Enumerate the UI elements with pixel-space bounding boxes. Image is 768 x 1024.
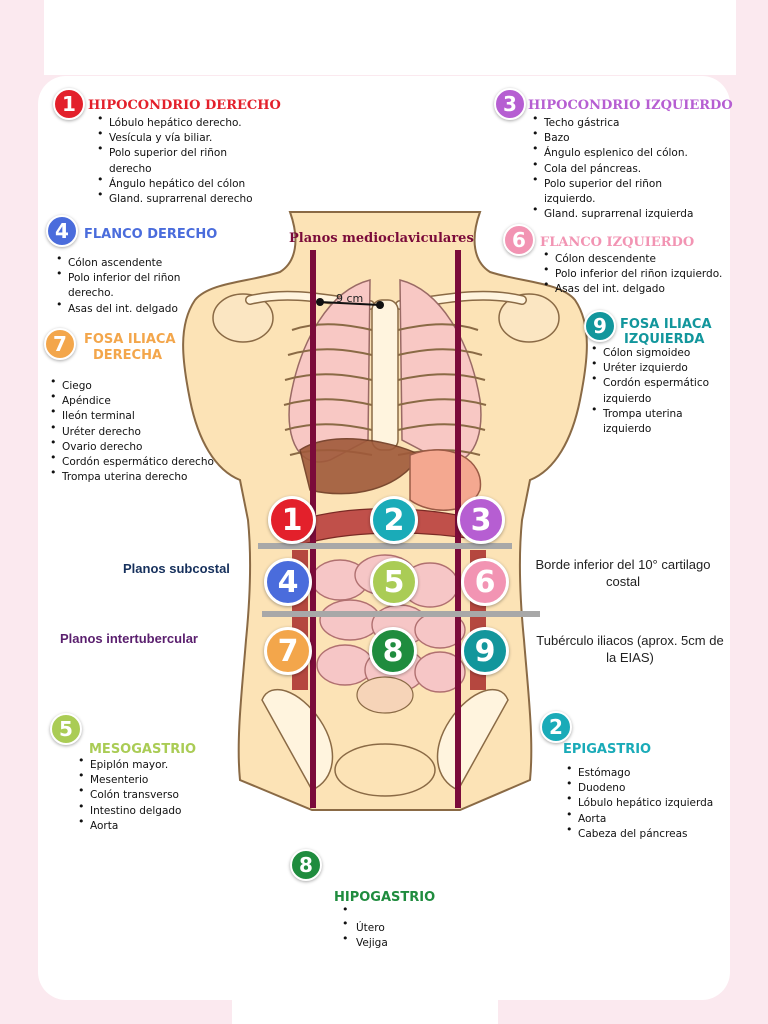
top-background bbox=[44, 0, 736, 75]
list-r1: Lóbulo hepático derecho. Vesícula y vía … bbox=[97, 111, 253, 207]
subcostal-note: Borde inferior del 10° cartilago costal bbox=[535, 557, 711, 589]
list-item: Polo superior del riñon bbox=[532, 172, 693, 192]
badge-r5: 5 bbox=[50, 713, 82, 745]
list-item-cont: izquierdo. bbox=[544, 193, 596, 206]
badge-r7: 7 bbox=[44, 328, 76, 360]
intertubercular-label: Planos intertubercular bbox=[60, 631, 198, 646]
list-item bbox=[342, 902, 388, 921]
badge-r2: 2 bbox=[540, 711, 572, 743]
badge-r3: 3 bbox=[494, 88, 526, 120]
list-item: Uréter izquierdo bbox=[591, 356, 709, 376]
title-r5: MESOGASTRIO bbox=[89, 742, 197, 757]
list-item: izquierdo bbox=[591, 392, 709, 407]
list-item: Ileón terminal bbox=[50, 404, 214, 424]
list-item: Vesícula y vía biliar. bbox=[97, 126, 253, 146]
title-r4: FLANCO DERECHO bbox=[84, 227, 218, 242]
title-r7b: DERECHA bbox=[93, 348, 163, 363]
list-item: derecho bbox=[97, 162, 253, 177]
list-r3: Techo gástrica Bazo Ángulo esplenico del… bbox=[532, 111, 693, 222]
list-item: Ovario derecho bbox=[50, 435, 214, 455]
list-item: Aorta bbox=[566, 807, 713, 827]
list-item: Mesenterio bbox=[78, 768, 181, 788]
list-item: Estómago bbox=[566, 761, 713, 781]
list-item: Techo gástrica bbox=[532, 111, 693, 131]
list-item: izquierdo bbox=[591, 422, 709, 437]
list-item: Polo inferior del riñon izquierdo. bbox=[543, 262, 722, 282]
list-r2: Estómago Duodeno Lóbulo hepático izquier… bbox=[566, 761, 713, 842]
title-r6: FLANCO IZQUIERDO bbox=[540, 235, 695, 250]
list-item: Intestino delgado bbox=[78, 799, 181, 819]
badge-region-1: 1 bbox=[268, 496, 316, 544]
list-item: Lóbulo hepático derecho. bbox=[97, 111, 253, 131]
list-item: izquierdo. bbox=[532, 192, 693, 207]
list-item-cont: izquierdo bbox=[603, 392, 652, 405]
title-r2: EPIGASTRIO bbox=[563, 742, 652, 757]
badge-region-3: 3 bbox=[457, 496, 505, 544]
list-item: Aorta bbox=[78, 814, 181, 834]
list-r9: Cólon sigmoideo Uréter izquierdo Cordón … bbox=[591, 341, 709, 437]
list-item: Vejiga bbox=[342, 931, 388, 951]
badge-r9: 9 bbox=[584, 310, 616, 342]
badge-region-2: 2 bbox=[370, 496, 418, 544]
list-item: Apéndice bbox=[50, 389, 214, 409]
list-item: Cordón espermático bbox=[591, 371, 709, 391]
list-r7: Ciego Apéndice Ileón terminal Uréter der… bbox=[50, 374, 214, 485]
badge-region-6: 6 bbox=[461, 558, 509, 606]
title-r7a: FOSA ILIACA bbox=[84, 332, 176, 347]
list-item: Gland. suprarrenal izquierda bbox=[532, 202, 693, 222]
badge-region-7: 7 bbox=[264, 627, 312, 675]
list-item: Cólon descendente bbox=[543, 247, 722, 267]
badge-region-4: 4 bbox=[264, 558, 312, 606]
subcostal-label: Planos subcostal bbox=[123, 561, 230, 576]
bottom-background bbox=[232, 998, 498, 1024]
list-item: Uréter derecho bbox=[50, 420, 214, 440]
list-item-cont: derecho. bbox=[68, 287, 114, 300]
list-item: Cabeza del páncreas bbox=[566, 822, 713, 842]
list-item: derecho. bbox=[56, 286, 180, 301]
medioclavicular-label: Planos medioclaviculares bbox=[289, 231, 474, 246]
title-r9b: IZQUIERDA bbox=[624, 332, 705, 347]
list-item: Ángulo esplenico del cólon. bbox=[532, 141, 693, 161]
list-r5: Epiplón mayor. Mesenterio Colón transver… bbox=[78, 753, 181, 834]
badge-region-9: 9 bbox=[461, 627, 509, 675]
badge-r8: 8 bbox=[290, 849, 322, 881]
badge-region-5: 5 bbox=[370, 558, 418, 606]
list-item: Lóbulo hepático izquierda bbox=[566, 791, 713, 811]
list-item: Gland. suprarrenal derecho bbox=[97, 187, 253, 207]
list-item-cont: izquierdo bbox=[603, 423, 652, 436]
title-r9a: FOSA ILIACA bbox=[620, 317, 712, 332]
list-item: Colón transverso bbox=[78, 783, 181, 803]
list-item-cont: derecho bbox=[109, 162, 152, 175]
list-item: Epiplón mayor. bbox=[78, 753, 181, 773]
badge-r1: 1 bbox=[53, 88, 85, 120]
list-item: Polo superior del riñon bbox=[97, 141, 253, 161]
list-item: Polo inferior del riñon bbox=[56, 266, 180, 286]
badge-r6: 6 bbox=[503, 224, 535, 256]
list-item: Cola del páncreas. bbox=[532, 157, 693, 177]
list-item: Asas del int. delgado bbox=[543, 277, 722, 297]
list-r6: Cólon descendente Polo inferior del riño… bbox=[543, 247, 722, 298]
list-item: Cólon sigmoideo bbox=[591, 341, 709, 361]
list-item: Bazo bbox=[532, 126, 693, 146]
list-item: Ángulo hepático del cólon bbox=[97, 172, 253, 192]
intertubercular-note: Tubérculo iliacos (aprox. 5cm de la EIAS… bbox=[536, 633, 724, 665]
list-item: Ciego bbox=[50, 374, 214, 394]
list-item: Trompa uterina derecho bbox=[50, 465, 214, 485]
list-item: Cordón espermático derecho bbox=[50, 450, 214, 470]
badge-region-8: 8 bbox=[369, 627, 417, 675]
list-item: Cólon ascendente bbox=[56, 251, 180, 271]
distance-label: 9 cm bbox=[336, 292, 364, 305]
list-r8: Útero Vejiga bbox=[342, 902, 388, 951]
title-r1: HIPOCONDRIO DERECHO bbox=[88, 98, 281, 113]
list-item: Asas del int. delgado bbox=[56, 297, 180, 317]
title-r8: HIPOGASTRIO bbox=[334, 890, 436, 905]
list-item: Útero bbox=[342, 916, 388, 936]
list-r4: Cólon ascendente Polo inferior del riñon… bbox=[56, 251, 180, 317]
badge-r4: 4 bbox=[46, 215, 78, 247]
list-item: Duodeno bbox=[566, 776, 713, 796]
title-r3: HIPOCONDRIO IZQUIERDO bbox=[528, 98, 733, 113]
list-item: Trompa uterina bbox=[591, 402, 709, 422]
